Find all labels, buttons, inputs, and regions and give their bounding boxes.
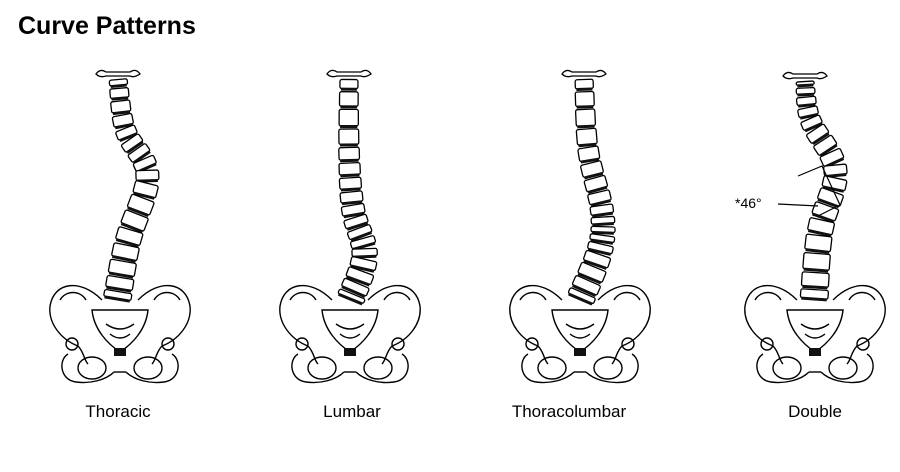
vertebra	[575, 127, 598, 148]
vertebra	[349, 235, 377, 251]
vertebra	[120, 209, 149, 234]
vertebra	[580, 160, 604, 180]
vertebra	[811, 201, 840, 223]
vertebra	[132, 180, 159, 200]
vertebra	[340, 202, 366, 219]
vertebra	[587, 189, 612, 207]
vertebra	[574, 108, 597, 129]
vertebra	[567, 287, 596, 306]
vertebra	[804, 233, 833, 254]
vertebra	[111, 242, 140, 263]
vertebra	[583, 174, 609, 194]
vertebra	[806, 123, 830, 146]
vertebra	[126, 193, 155, 217]
vertebra	[590, 215, 616, 227]
pelvis-thoracolumbar	[509, 284, 651, 384]
vertebra	[574, 78, 594, 92]
label-lumbar: Lumbar	[323, 402, 381, 421]
vertebra	[338, 162, 361, 178]
vertebra	[795, 95, 817, 108]
vertebra	[341, 277, 370, 298]
spine-thoracolumbar	[561, 69, 616, 306]
vertebra	[797, 105, 819, 120]
vertebra	[111, 112, 134, 130]
figure-title: Curve Patterns	[18, 12, 196, 40]
vertebra	[800, 114, 823, 133]
vertebra	[577, 261, 607, 285]
vertebra	[799, 288, 829, 302]
vertebra	[802, 251, 831, 273]
vertebra	[345, 266, 375, 287]
spine-lumbar	[326, 69, 378, 306]
vertebra	[107, 258, 137, 279]
vertebra	[583, 249, 612, 270]
spine-double	[782, 71, 848, 302]
label-thoracic: Thoracic	[85, 402, 151, 421]
vertebra	[338, 91, 359, 109]
vertebra	[338, 128, 360, 147]
vertebra	[343, 213, 369, 231]
pelvis-lumbar	[279, 284, 421, 384]
cobb-angle-marker	[777, 165, 841, 217]
vertebra	[338, 146, 361, 163]
vertebra	[813, 134, 838, 158]
vertebra	[351, 247, 378, 259]
vertebra	[589, 203, 615, 218]
vertebra	[338, 108, 360, 129]
cobb-angle-label: *46°	[735, 195, 762, 211]
pelvis-double	[744, 284, 886, 384]
vertebra	[110, 99, 132, 116]
atlas-vertebra	[95, 69, 141, 78]
atlas-vertebra	[326, 69, 372, 78]
vertebra	[800, 271, 830, 290]
label-double: Double	[788, 402, 842, 421]
vertebra	[338, 176, 363, 192]
vertebra	[795, 86, 816, 97]
vertebra	[589, 233, 616, 245]
atlas-vertebra	[561, 69, 607, 78]
vertebra	[103, 288, 133, 303]
vertebra	[587, 240, 614, 256]
vertebra	[795, 80, 815, 88]
spine-thoracic	[95, 69, 160, 303]
pelvis-thoracic	[49, 284, 191, 384]
vertebra	[807, 217, 836, 237]
vertebra	[127, 143, 151, 164]
vertebra	[109, 87, 130, 101]
vertebra	[577, 145, 601, 164]
vertebra	[339, 78, 359, 91]
vertebra	[349, 256, 378, 273]
vertebra	[120, 133, 144, 154]
vertebra	[115, 124, 138, 143]
vertebra	[115, 226, 144, 248]
vertebra	[571, 275, 601, 297]
vertebra	[108, 78, 129, 89]
atlas-vertebra	[782, 71, 828, 80]
vertebra	[590, 225, 616, 235]
label-thoracolumbar: Thoracolumbar	[511, 402, 627, 421]
vertebra	[339, 190, 364, 206]
vertebra	[105, 274, 135, 293]
vertebra	[817, 187, 844, 209]
vertebra	[346, 224, 373, 242]
vertebra	[337, 288, 366, 306]
vertebra	[574, 90, 595, 109]
